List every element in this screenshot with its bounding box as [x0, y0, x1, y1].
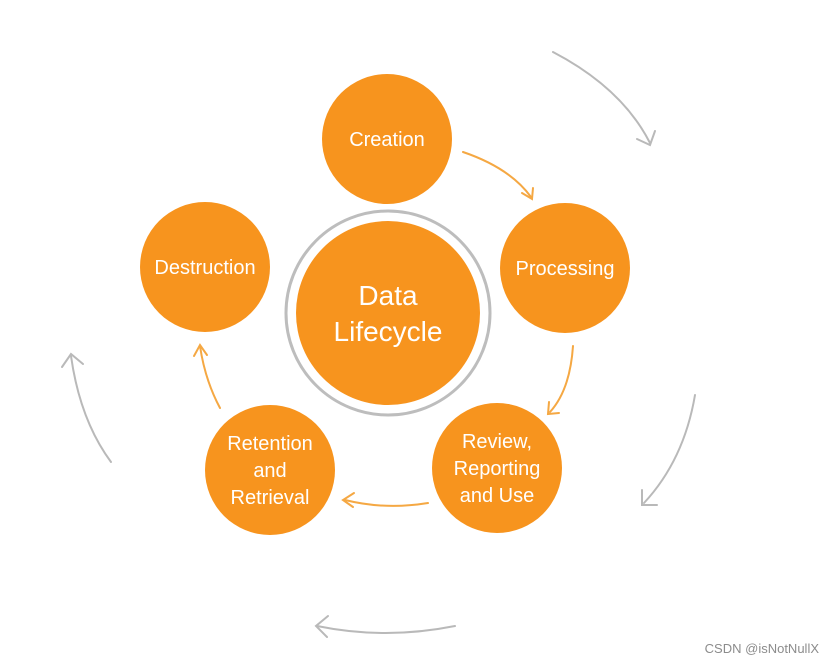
outer-arrow-right: [643, 394, 696, 504]
outer-arrow-top-right: [552, 51, 651, 144]
stage-node-destruction: Destruction: [140, 202, 270, 332]
stage-node-retention-circle: [205, 405, 335, 535]
outer-arrow-bottom: [316, 625, 456, 634]
stage-node-creation: Creation: [322, 74, 452, 204]
label-line: and: [253, 460, 286, 482]
arrow-retention-to-destruction: [199, 345, 221, 409]
stage-node-processing: Processing: [500, 203, 630, 333]
stage-node-creation-label: Creation: [349, 129, 425, 151]
arrow-review-to-retention-head: [341, 492, 355, 508]
outer-cycle-arrows: [61, 51, 696, 638]
label-line: Review,: [462, 431, 532, 453]
arrow-processing-to-review-head: [546, 401, 560, 416]
arrow-creation-to-processing-head: [521, 187, 534, 201]
outer-arrow-right-head: [641, 489, 658, 506]
arrow-review-to-retention: [344, 499, 429, 507]
stage-node-processing-label: Processing: [516, 258, 615, 280]
label-line: Creation: [349, 129, 425, 151]
label-line: Destruction: [154, 257, 255, 279]
stage-node-review-label: Review, Reporting and Use: [454, 431, 541, 507]
stage-node-processing-circle: [500, 203, 630, 333]
arrow-retention-to-destruction-head: [193, 343, 208, 357]
outer-arrow-left-head: [61, 352, 84, 368]
label-line: Retention: [227, 433, 313, 455]
label-line: Data: [358, 280, 418, 311]
label-line: and Use: [460, 485, 535, 507]
center-node-circle: [296, 221, 480, 405]
label-line: Retrieval: [231, 487, 310, 509]
stage-node-destruction-circle: [140, 202, 270, 332]
outer-arrow-left: [70, 355, 112, 463]
label-line: Processing: [516, 258, 615, 280]
arrow-creation-to-processing: [462, 151, 532, 198]
stage-node-review: Review, Reporting and Use: [432, 403, 562, 533]
label-line: Lifecycle: [334, 316, 443, 347]
stage-node-creation-circle: [322, 74, 452, 204]
stage-node-destruction-label: Destruction: [154, 257, 255, 279]
inner-flow-arrows: [193, 151, 574, 508]
arrow-processing-to-review: [549, 345, 574, 413]
stage-node-review-circle: [432, 403, 562, 533]
label-line: Reporting: [454, 458, 541, 480]
outer-arrow-bottom-head: [314, 615, 329, 638]
watermark-text: CSDN @isNotNullX: [704, 641, 819, 656]
outer-arrow-top-right-head: [636, 130, 656, 147]
